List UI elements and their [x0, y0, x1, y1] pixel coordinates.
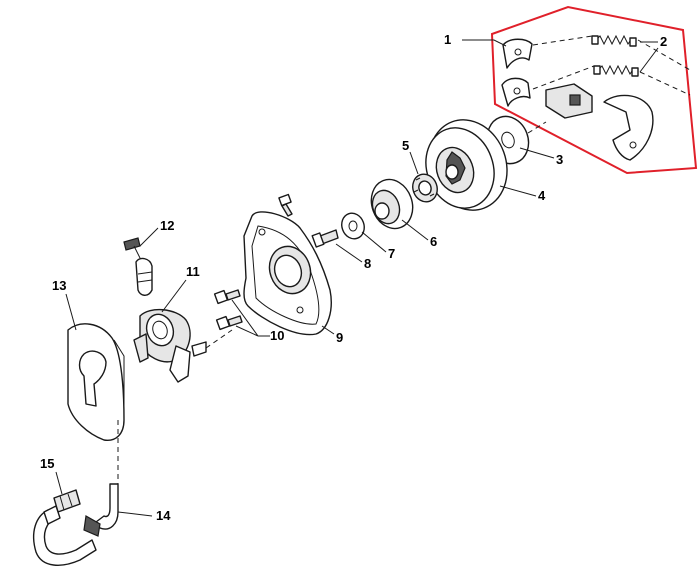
part-12-pump-worm[interactable] [123, 237, 153, 296]
leader-10 [231, 299, 270, 337]
leader-13 [65, 293, 77, 331]
part-1-clutch-shoe-lower[interactable] [501, 77, 531, 107]
callout-13: 13 [52, 278, 66, 293]
callout-3: 3 [556, 152, 563, 167]
leader-7 [361, 231, 387, 253]
part-7-washer[interactable] [338, 210, 368, 242]
part-1-clutch-shoe-upper[interactable] [502, 38, 533, 69]
callout-7: 7 [388, 246, 395, 261]
callout-5: 5 [402, 138, 409, 153]
part-1-clutch-shoe-right[interactable] [603, 94, 654, 161]
part-11-oil-pump[interactable] [133, 309, 207, 383]
leader-2b [639, 47, 659, 73]
part-2-spring-upper[interactable] [591, 34, 637, 47]
callout-10: 10 [270, 328, 284, 343]
callout-14: 14 [156, 508, 171, 523]
leader-12 [139, 227, 159, 247]
leader-1 [462, 39, 507, 47]
callout-12: 12 [160, 218, 174, 233]
callout-2: 2 [660, 34, 667, 49]
leader-9 [321, 325, 335, 335]
leader-15 [55, 471, 63, 495]
callout-8: 8 [364, 256, 371, 271]
part-10-screw-lower[interactable] [215, 315, 243, 331]
callout-1: 1 [444, 32, 451, 47]
part-8-screw[interactable] [311, 229, 339, 248]
part-5-needle-bearing[interactable] [409, 171, 441, 206]
leader-11 [161, 279, 187, 313]
callout-15: 15 [40, 456, 54, 471]
leader-5 [409, 151, 419, 175]
callout-9: 9 [336, 330, 343, 345]
cover-screw[interactable] [278, 193, 293, 217]
part-6-sprocket-hub[interactable] [365, 174, 420, 235]
part-14-oil-hose[interactable] [83, 483, 119, 537]
clutch-assembly-highlight [490, 5, 698, 175]
leader-6 [401, 219, 429, 241]
part-2-spring-lower[interactable] [593, 64, 639, 77]
callout-11: 11 [186, 264, 200, 279]
leader-14 [117, 511, 153, 517]
part-1-clutch-carrier[interactable] [545, 83, 593, 119]
callout-6: 6 [430, 234, 437, 249]
leader-3 [519, 147, 555, 159]
leader-4 [499, 185, 537, 197]
part-13-guide-plate[interactable] [67, 323, 125, 441]
part-9-cover-plate[interactable] [243, 211, 332, 336]
leader-8 [335, 243, 363, 263]
callout-4: 4 [538, 188, 546, 203]
part-15-filter-hose[interactable] [32, 489, 97, 566]
part-10-screw-upper[interactable] [213, 289, 241, 305]
